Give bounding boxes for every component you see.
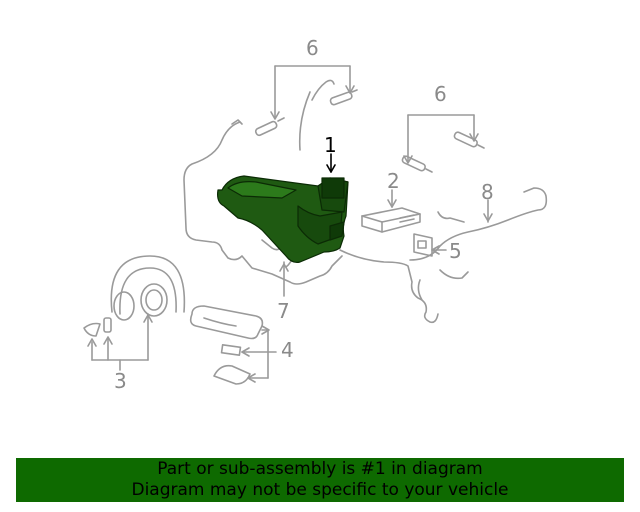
- callout-3: 3: [114, 369, 127, 393]
- callout-2: 2: [387, 169, 400, 193]
- callout-6-right-leaders: [403, 114, 479, 164]
- callout-4: 4: [281, 338, 294, 362]
- trim-parts-4: [189, 305, 277, 385]
- callout-5: 5: [449, 239, 462, 263]
- callout-1: 1: [324, 133, 337, 157]
- info-banner: Part or sub-assembly is #1 in diagram Di…: [16, 458, 624, 502]
- parts-diagram: 1 2 3 4 5 6 6 7 8: [83, 36, 548, 393]
- entertainment-console-part-1: [217, 175, 349, 263]
- speaker-parts-6: [254, 79, 485, 173]
- bracket-5: [413, 233, 447, 257]
- receiver-module-2: [361, 189, 421, 233]
- callout-7: 7: [277, 299, 290, 323]
- callout-6-right: 6: [434, 82, 447, 106]
- wiring-harness-8: [339, 187, 548, 324]
- banner-line-1: Part or sub-assembly is #1 in diagram: [157, 459, 483, 479]
- callout-6-top-leaders: [270, 65, 355, 120]
- callout-6-top: 6: [306, 36, 319, 60]
- headphones-3: [83, 255, 186, 371]
- callout-1-leader: [326, 153, 336, 173]
- banner-line-2: Diagram may not be specific to your vehi…: [131, 480, 509, 500]
- callout-8: 8: [481, 180, 494, 204]
